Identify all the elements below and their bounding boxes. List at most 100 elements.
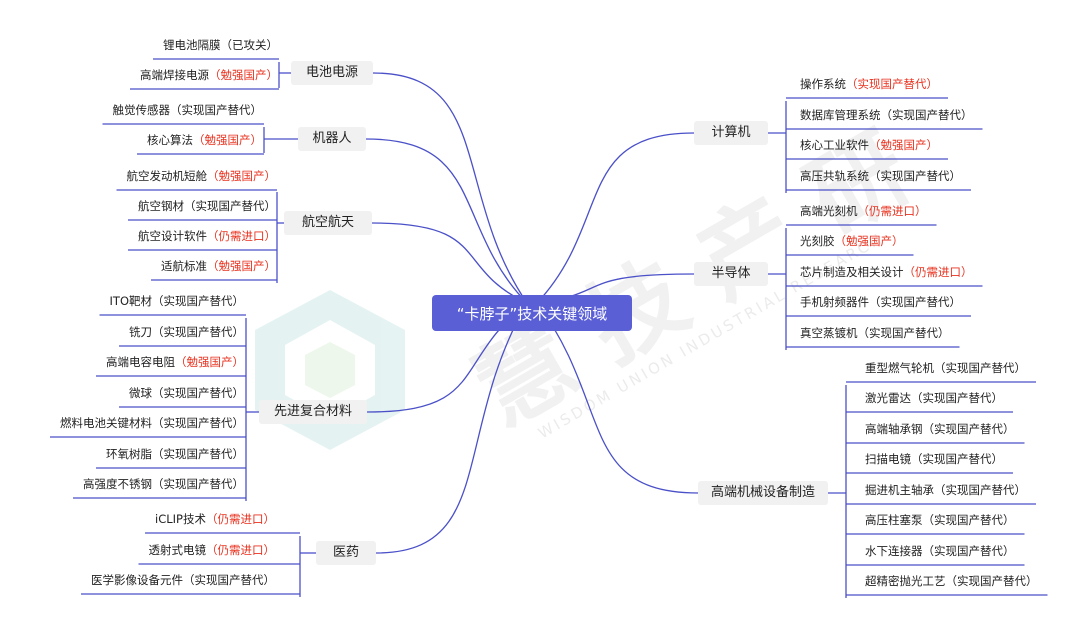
- leaf-text: 核心算法: [147, 133, 193, 147]
- left-leaf-3-1[interactable]: 铣刀（实现国产替代）: [129, 324, 244, 340]
- leaf-status: （实现国产替代）: [170, 103, 262, 117]
- left-branch-1: [365, 138, 528, 304]
- leaf-status: （实现国产替代）: [880, 108, 973, 122]
- leaf-note: （仍需进口）: [206, 512, 275, 526]
- left-leaf-3-6[interactable]: 高强度不锈钢（实现国产替代）: [83, 476, 244, 492]
- leaf-note: （勉强国产）: [869, 138, 938, 152]
- left-leaf-4-2[interactable]: 医学影像设备元件（实现国产替代）: [91, 572, 275, 588]
- left-leaf-3-3[interactable]: 微球（实现国产替代）: [129, 385, 244, 401]
- right-leaf-1-1[interactable]: 光刻胶（勉强国产）: [800, 233, 904, 249]
- right-leaf-0-0[interactable]: 操作系统（实现国产替代）: [800, 76, 938, 92]
- leaf-note: （仍需进口）: [206, 543, 275, 557]
- right-category-1[interactable]: 半导体: [694, 262, 768, 286]
- left-branch-0: [372, 72, 528, 304]
- right-leaf-0-1[interactable]: 数据库管理系统（实现国产替代）: [800, 107, 973, 123]
- left-category-3[interactable]: 先进复合材料: [259, 400, 367, 424]
- left-category-0[interactable]: 电池电源: [291, 61, 373, 85]
- leaf-text: 航空发动机短舱: [126, 169, 208, 183]
- leaf-text: 扫描电镜: [865, 452, 911, 466]
- left-category-4[interactable]: 医药: [316, 541, 376, 565]
- leaf-status: （实现国产替代）: [152, 477, 244, 491]
- leaf-text: 航空钢材: [138, 199, 184, 213]
- leaf-status: （实现国产替代）: [183, 573, 275, 587]
- leaf-status: （实现国产替代）: [152, 294, 244, 308]
- left-leaf-4-1[interactable]: 透射式电镜（仍需进口）: [149, 542, 276, 558]
- right-leaf-2-0[interactable]: 重型燃气轮机（实现国产替代）: [865, 360, 1026, 376]
- leaf-status: （实现国产替代）: [934, 361, 1026, 375]
- leaf-status: （实现国产替代）: [857, 326, 950, 340]
- left-category-2[interactable]: 航空航天: [284, 211, 372, 235]
- left-category-1[interactable]: 机器人: [298, 127, 366, 151]
- leaf-text: 航空设计软件: [138, 229, 207, 243]
- leaf-note: （仍需进口）: [903, 265, 973, 279]
- right-leaf-1-4[interactable]: 真空蒸镀机（实现国产替代）: [800, 325, 950, 341]
- leaf-note: （仍需进口）: [207, 229, 276, 243]
- leaf-text: 重型燃气轮机: [865, 361, 934, 375]
- leaf-text: 适航标准: [161, 259, 207, 273]
- leaf-text: 铣刀: [129, 325, 152, 339]
- leaf-text: 芯片制造及相关设计: [800, 265, 904, 279]
- right-leaf-0-3[interactable]: 高压共轨系统（实现国产替代）: [800, 168, 961, 184]
- leaf-text: 操作系统: [800, 77, 846, 91]
- leaf-status: （已攻关）: [220, 38, 279, 52]
- left-leaf-0-1[interactable]: 高端焊接电源（勉强国产）: [140, 67, 278, 83]
- leaf-text: 激光雷达: [865, 391, 911, 405]
- leaf-text: 掘进机主轴承: [865, 483, 934, 497]
- left-leaf-2-0[interactable]: 航空发动机短舱（勉强国产）: [127, 168, 277, 184]
- left-branch-2: [371, 222, 528, 304]
- right-branch-2: [536, 302, 699, 494]
- leaf-text: 数据库管理系统: [800, 108, 881, 122]
- left-branch-4: [375, 302, 528, 554]
- right-leaf-1-3[interactable]: 手机射频器件（实现国产替代）: [800, 294, 961, 310]
- leaf-note: （勉强国产）: [834, 234, 904, 248]
- left-leaf-2-2[interactable]: 航空设计软件（仍需进口）: [138, 228, 276, 244]
- left-leaf-3-4[interactable]: 燃料电池关键材料（实现国产替代）: [60, 415, 244, 431]
- leaf-status: （实现国产替代）: [152, 447, 244, 461]
- leaf-status: （实现国产替代）: [922, 513, 1015, 527]
- left-leaf-3-5[interactable]: 环氧树脂（实现国产替代）: [106, 446, 244, 462]
- left-leaf-1-0[interactable]: 触觉传感器（实现国产替代）: [113, 102, 263, 118]
- leaf-note: （仍需进口）: [857, 204, 927, 218]
- right-leaf-2-3[interactable]: 扫描电镜（实现国产替代）: [865, 451, 1003, 467]
- center-topic[interactable]: “卡脖子”技术关键领域: [432, 295, 632, 331]
- right-category-2[interactable]: 高端机械设备制造: [698, 481, 828, 505]
- right-leaf-2-7[interactable]: 超精密抛光工艺（实现国产替代）: [865, 573, 1038, 589]
- leaf-note: （勉强国产）: [175, 355, 244, 369]
- leaf-text: 透射式电镜: [148, 543, 207, 557]
- right-branch-0: [536, 132, 695, 304]
- left-leaf-1-1[interactable]: 核心算法（勉强国产）: [147, 132, 262, 148]
- leaf-status: （实现国产替代）: [184, 199, 276, 213]
- leaf-text: 触觉传感器: [112, 103, 171, 117]
- leaf-text: 手机射频器件: [800, 295, 869, 309]
- leaf-text: iCLIP技术: [155, 512, 206, 526]
- left-leaf-0-0[interactable]: 锂电池隔膜（已攻关）: [163, 37, 278, 53]
- leaf-text: 光刻胶: [800, 234, 835, 248]
- leaf-status: （实现国产替代）: [911, 452, 1003, 466]
- leaf-text: 高强度不锈钢: [83, 477, 152, 491]
- leaf-status: （实现国产替代）: [152, 386, 244, 400]
- leaf-text: 核心工业软件: [800, 138, 869, 152]
- left-leaf-2-3[interactable]: 适航标准（勉强国产）: [161, 258, 276, 274]
- right-leaf-0-2[interactable]: 核心工业软件（勉强国产）: [800, 137, 938, 153]
- right-category-0[interactable]: 计算机: [694, 121, 768, 145]
- right-leaf-1-2[interactable]: 芯片制造及相关设计（仍需进口）: [800, 264, 973, 280]
- right-leaf-1-0[interactable]: 高端光刻机（仍需进口）: [800, 203, 927, 219]
- leaf-text: ITO靶材: [109, 294, 152, 308]
- right-leaf-2-5[interactable]: 高压柱塞泵（实现国产替代）: [865, 512, 1015, 528]
- right-leaf-2-1[interactable]: 激光雷达（实现国产替代）: [865, 390, 1003, 406]
- left-leaf-3-0[interactable]: ITO靶材（实现国产替代）: [110, 293, 244, 309]
- right-leaf-2-4[interactable]: 掘进机主轴承（实现国产替代）: [865, 482, 1026, 498]
- leaf-text: 超精密抛光工艺: [865, 574, 946, 588]
- left-leaf-2-1[interactable]: 航空钢材（实现国产替代）: [138, 198, 276, 214]
- leaf-note: （勉强国产）: [209, 68, 278, 82]
- left-leaf-4-0[interactable]: iCLIP技术（仍需进口）: [155, 511, 275, 527]
- leaf-text: 高压共轨系统: [800, 169, 869, 183]
- leaf-status: （实现国产替代）: [922, 544, 1015, 558]
- leaf-text: 高端光刻机: [800, 204, 858, 218]
- right-leaf-2-2[interactable]: 高端轴承钢（实现国产替代）: [865, 421, 1015, 437]
- leaf-text: 高端电容电阻: [106, 355, 175, 369]
- right-leaf-2-6[interactable]: 水下连接器（实现国产替代）: [865, 543, 1015, 559]
- left-leaf-3-2[interactable]: 高端电容电阻（勉强国产）: [106, 354, 244, 370]
- leaf-status: （实现国产替代）: [152, 325, 244, 339]
